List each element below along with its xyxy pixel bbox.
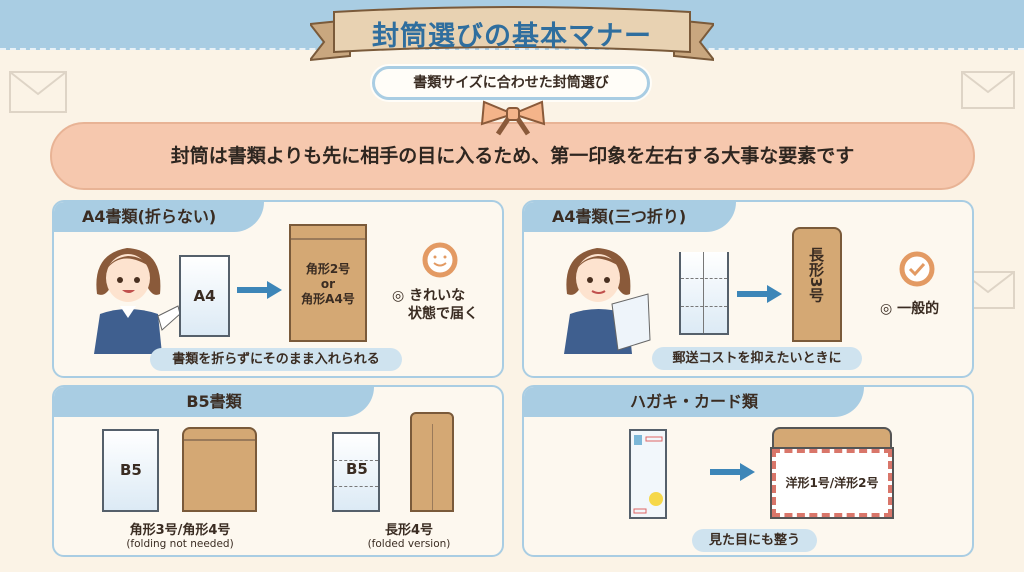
paper-label: B5 bbox=[346, 460, 368, 478]
kaku3-envelope bbox=[182, 427, 257, 512]
trifold-paper bbox=[679, 252, 729, 335]
check-circle-icon bbox=[899, 251, 935, 287]
panel-b5: B5書類 B5 角形3号/角形4号 (folding not needed) B… bbox=[52, 385, 504, 557]
b5-paper: B5 bbox=[102, 429, 159, 512]
page-title: 封筒選びの基本マナー bbox=[372, 21, 652, 52]
subtitle: 書類サイズに合わせた封筒選び bbox=[372, 66, 650, 100]
western-envelope: 洋形1号/洋形2号 bbox=[770, 427, 894, 519]
a4-paper: A4 bbox=[179, 255, 230, 337]
envelope-label: 角形A4号 bbox=[301, 292, 355, 306]
envelope-note: (folding not needed) bbox=[126, 538, 234, 550]
panel-postcard: ハガキ・カード類 洋形1号/洋形2号 見た目にも整う bbox=[522, 385, 974, 557]
envelope-doodle-icon bbox=[961, 71, 1015, 109]
intro-banner: 封筒は書類よりも先に相手の目に入るため、第一印象を左右する大事な要素です bbox=[50, 122, 975, 190]
kaku2-envelope: 角形2号 or 角形A4号 bbox=[289, 224, 367, 342]
bow-icon bbox=[480, 100, 546, 136]
panel-title: A4書類(折らない) bbox=[54, 202, 264, 232]
panel-a4-flat: A4書類(折らない) A4 角形2号 or 角形A4号 ◎ きれいな 状態で届く… bbox=[52, 200, 504, 378]
naga3-envelope: 長形3号 bbox=[792, 227, 842, 342]
staff-woman-reading-illustration bbox=[564, 248, 651, 354]
panel-a4-folded: A4書類(三つ折り) 長形3号 ◎ 一般的 郵送コストを抑えたいときに bbox=[522, 200, 974, 378]
merit-text: 状態で届く bbox=[408, 306, 478, 322]
note-pill: 見た目にも整う bbox=[692, 529, 817, 552]
smiley-icon bbox=[422, 242, 458, 278]
merit-text: ◎ 一般的 bbox=[880, 301, 940, 317]
envelope-label: 長形3号 bbox=[807, 247, 825, 303]
naga4-envelope bbox=[410, 412, 454, 512]
note-pill: 書類を折らずにそのまま入れられる bbox=[150, 348, 402, 371]
postcard-illustration bbox=[629, 429, 667, 519]
staff-woman-illustration bbox=[94, 248, 181, 354]
title-ribbon bbox=[310, 6, 714, 62]
envelope-label: 角形2号 bbox=[305, 262, 351, 276]
envelope-doodle-icon bbox=[9, 71, 67, 113]
panel-title: ハガキ・カード類 bbox=[524, 387, 864, 417]
arrow-right-icon bbox=[710, 463, 755, 481]
note-pill: 郵送コストを抑えたいときに bbox=[652, 347, 862, 370]
arrow-right-icon bbox=[237, 281, 282, 299]
merit-text: ◎ きれいな bbox=[392, 288, 466, 304]
envelope-label: 角形3号/角形4号 bbox=[129, 523, 231, 538]
envelope-note: (folded version) bbox=[367, 538, 451, 550]
b5-folded-paper: B5 bbox=[332, 432, 380, 512]
panel-title: B5書類 bbox=[54, 387, 374, 417]
arrow-right-icon bbox=[737, 285, 782, 303]
envelope-label: 長形4号 bbox=[384, 523, 434, 538]
envelope-label-or: or bbox=[320, 277, 336, 291]
envelope-label: 洋形1号/洋形2号 bbox=[770, 447, 894, 519]
panel-title: A4書類(三つ折り) bbox=[524, 202, 736, 232]
